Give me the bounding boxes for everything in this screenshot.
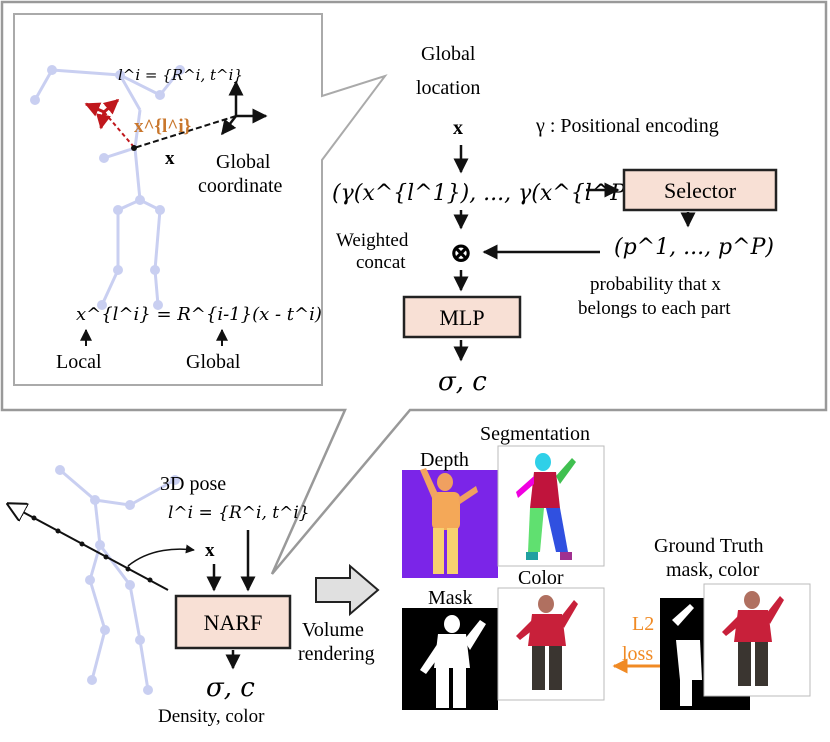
global-location-line1: Global: [421, 43, 476, 65]
render-arrow-icon: [315, 563, 380, 617]
selector-box: [622, 168, 778, 212]
right-output: σ, c: [438, 367, 487, 397]
transform-equation: x^{l^i} = R^{i-1}(x - t^i): [76, 304, 322, 325]
global-coordinate-line1: Global: [216, 151, 271, 173]
local-axes-icon: [84, 98, 134, 147]
mask-figure: [420, 615, 486, 708]
pose-label-top: l^i = {R^i, t^i}: [118, 66, 243, 84]
color-figure: [516, 595, 578, 690]
bottom-x-label: x: [205, 540, 215, 561]
volume-line2: rendering: [298, 643, 375, 665]
bottom-output: σ, c: [206, 673, 255, 703]
segmentation-label: Segmentation: [480, 423, 590, 445]
segmentation-image: [497, 445, 605, 567]
global-location-line2: location: [416, 77, 480, 99]
skeleton-bottom: [55, 465, 180, 695]
encoding-vector: (γ(x^{l^1}), ..., γ(x^{l^P})): [332, 181, 656, 206]
global-axes-icon: [133, 80, 268, 149]
segmentation-figure: [516, 453, 576, 560]
narf-label: NARF: [204, 610, 263, 635]
otimes-symbol: ⊗: [449, 238, 472, 269]
probability-desc-line1: probability that x: [590, 274, 721, 295]
mask-label: Mask: [428, 587, 472, 609]
color-label: Color: [518, 567, 564, 589]
probability-vector: (p^1, ..., p^P): [614, 235, 774, 260]
mlp-box: [402, 295, 522, 339]
weighted-concat-line2: concat: [356, 252, 406, 273]
mlp-label: MLP: [439, 305, 484, 330]
narf-box: [174, 594, 292, 650]
local-x-label: x^{l^i}: [134, 116, 191, 137]
probability-desc-line2: belongs to each part: [578, 298, 731, 319]
gt-mask-figure: [672, 604, 702, 706]
global-x-label: x: [165, 148, 175, 169]
gt-line2: mask, color: [666, 559, 760, 581]
local-label: Local: [56, 351, 102, 373]
weighted-concat-line1: Weighted: [336, 230, 409, 251]
gt-line1: Ground Truth: [654, 535, 763, 557]
gt-color-figure: [722, 591, 784, 686]
depth-label: Depth: [420, 449, 469, 471]
skeleton-top: [30, 65, 185, 310]
positional-encoding-note: γ : Positional encoding: [535, 115, 719, 137]
depth-figure: [420, 468, 478, 574]
pose-title: 3D pose: [160, 473, 226, 495]
selector-label: Selector: [664, 178, 737, 203]
loss-line2: loss: [622, 643, 653, 665]
global-label: Global: [186, 351, 241, 373]
loss-line1: L2: [632, 613, 654, 635]
volume-line1: Volume: [302, 619, 364, 641]
pose-def: l^i = {R^i, t^i}: [168, 503, 310, 523]
output-desc: Density, color: [158, 706, 265, 727]
right-x-label: x: [453, 117, 463, 139]
global-coordinate-line2: coordinate: [198, 175, 283, 197]
